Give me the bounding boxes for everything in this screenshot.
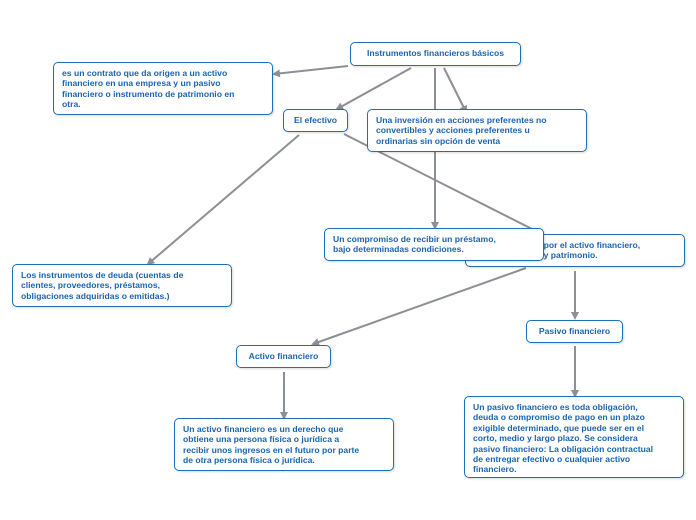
connector-root-to-contract — [272, 65, 349, 78]
financial-asset-definition-node[interactable]: Un activo financiero es un derecho que o… — [174, 418, 394, 471]
debt-instruments-node[interactable]: Los instrumentos de deuda (cuentas de cl… — [12, 264, 232, 307]
investment-node[interactable]: Una inversión en acciones preferentes no… — [367, 109, 587, 152]
financial-liability-definition-node[interactable]: Un pasivo financiero es toda obligación,… — [464, 396, 684, 478]
connector-root-to-investment — [443, 67, 467, 114]
cash-node[interactable]: El efectivo — [283, 109, 348, 132]
financial-asset-node[interactable]: Activo financiero — [236, 345, 331, 368]
financial-liability-node[interactable]: Pasivo financiero — [526, 320, 623, 343]
root-node-financial-instruments[interactable]: Instrumentos financieros básicos — [350, 42, 521, 66]
connector-hidden-to-asset — [311, 267, 527, 346]
loan-commitment-node[interactable]: Un compromiso de recibir un préstamo, ba… — [324, 228, 544, 261]
connector-root-to-cash — [335, 67, 412, 110]
contract-definition-node[interactable]: es un contrato que da origen a un activo… — [53, 62, 273, 115]
connector-cash-to-debt — [146, 134, 300, 266]
